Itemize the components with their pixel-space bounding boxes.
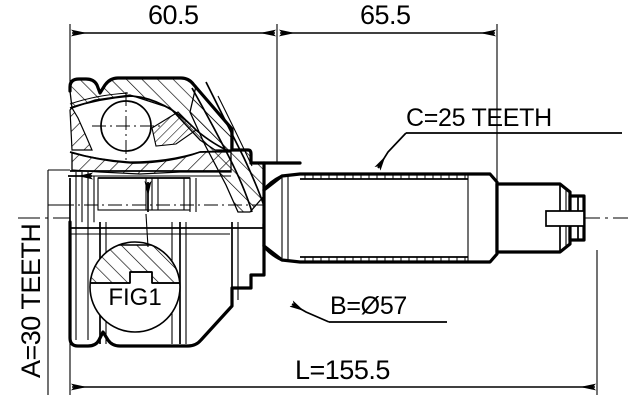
detail-bubble-fig1-label: FIG1 [108, 284, 161, 311]
detail-bubble-fig1: FIG1 [89, 213, 181, 333]
annotation-b-diameter-label: B=Ø57 [330, 292, 407, 320]
label-inner-spline-teeth: A=30 TEETH [16, 169, 70, 395]
dimension-overall-length: L=155.5 [71, 355, 596, 391]
dimension-60-5: 60.5 [71, 0, 276, 37]
dimension-65-5: 65.5 [279, 0, 496, 37]
dimension-overall-length-label: L=155.5 [295, 355, 390, 385]
joint-inner-race-upper [69, 77, 232, 177]
label-inner-spline-teeth-text: A=30 TEETH [16, 224, 46, 378]
annotation-c-25-teeth: C=25 TEETH [374, 104, 622, 171]
dimension-60-5-label: 60.5 [148, 0, 199, 30]
annotation-b-diameter: B=Ø57 [289, 292, 447, 323]
annotation-c-25-teeth-label: C=25 TEETH [406, 104, 552, 132]
output-shaft [262, 172, 586, 264]
dimension-65-5-label: 65.5 [360, 0, 411, 30]
